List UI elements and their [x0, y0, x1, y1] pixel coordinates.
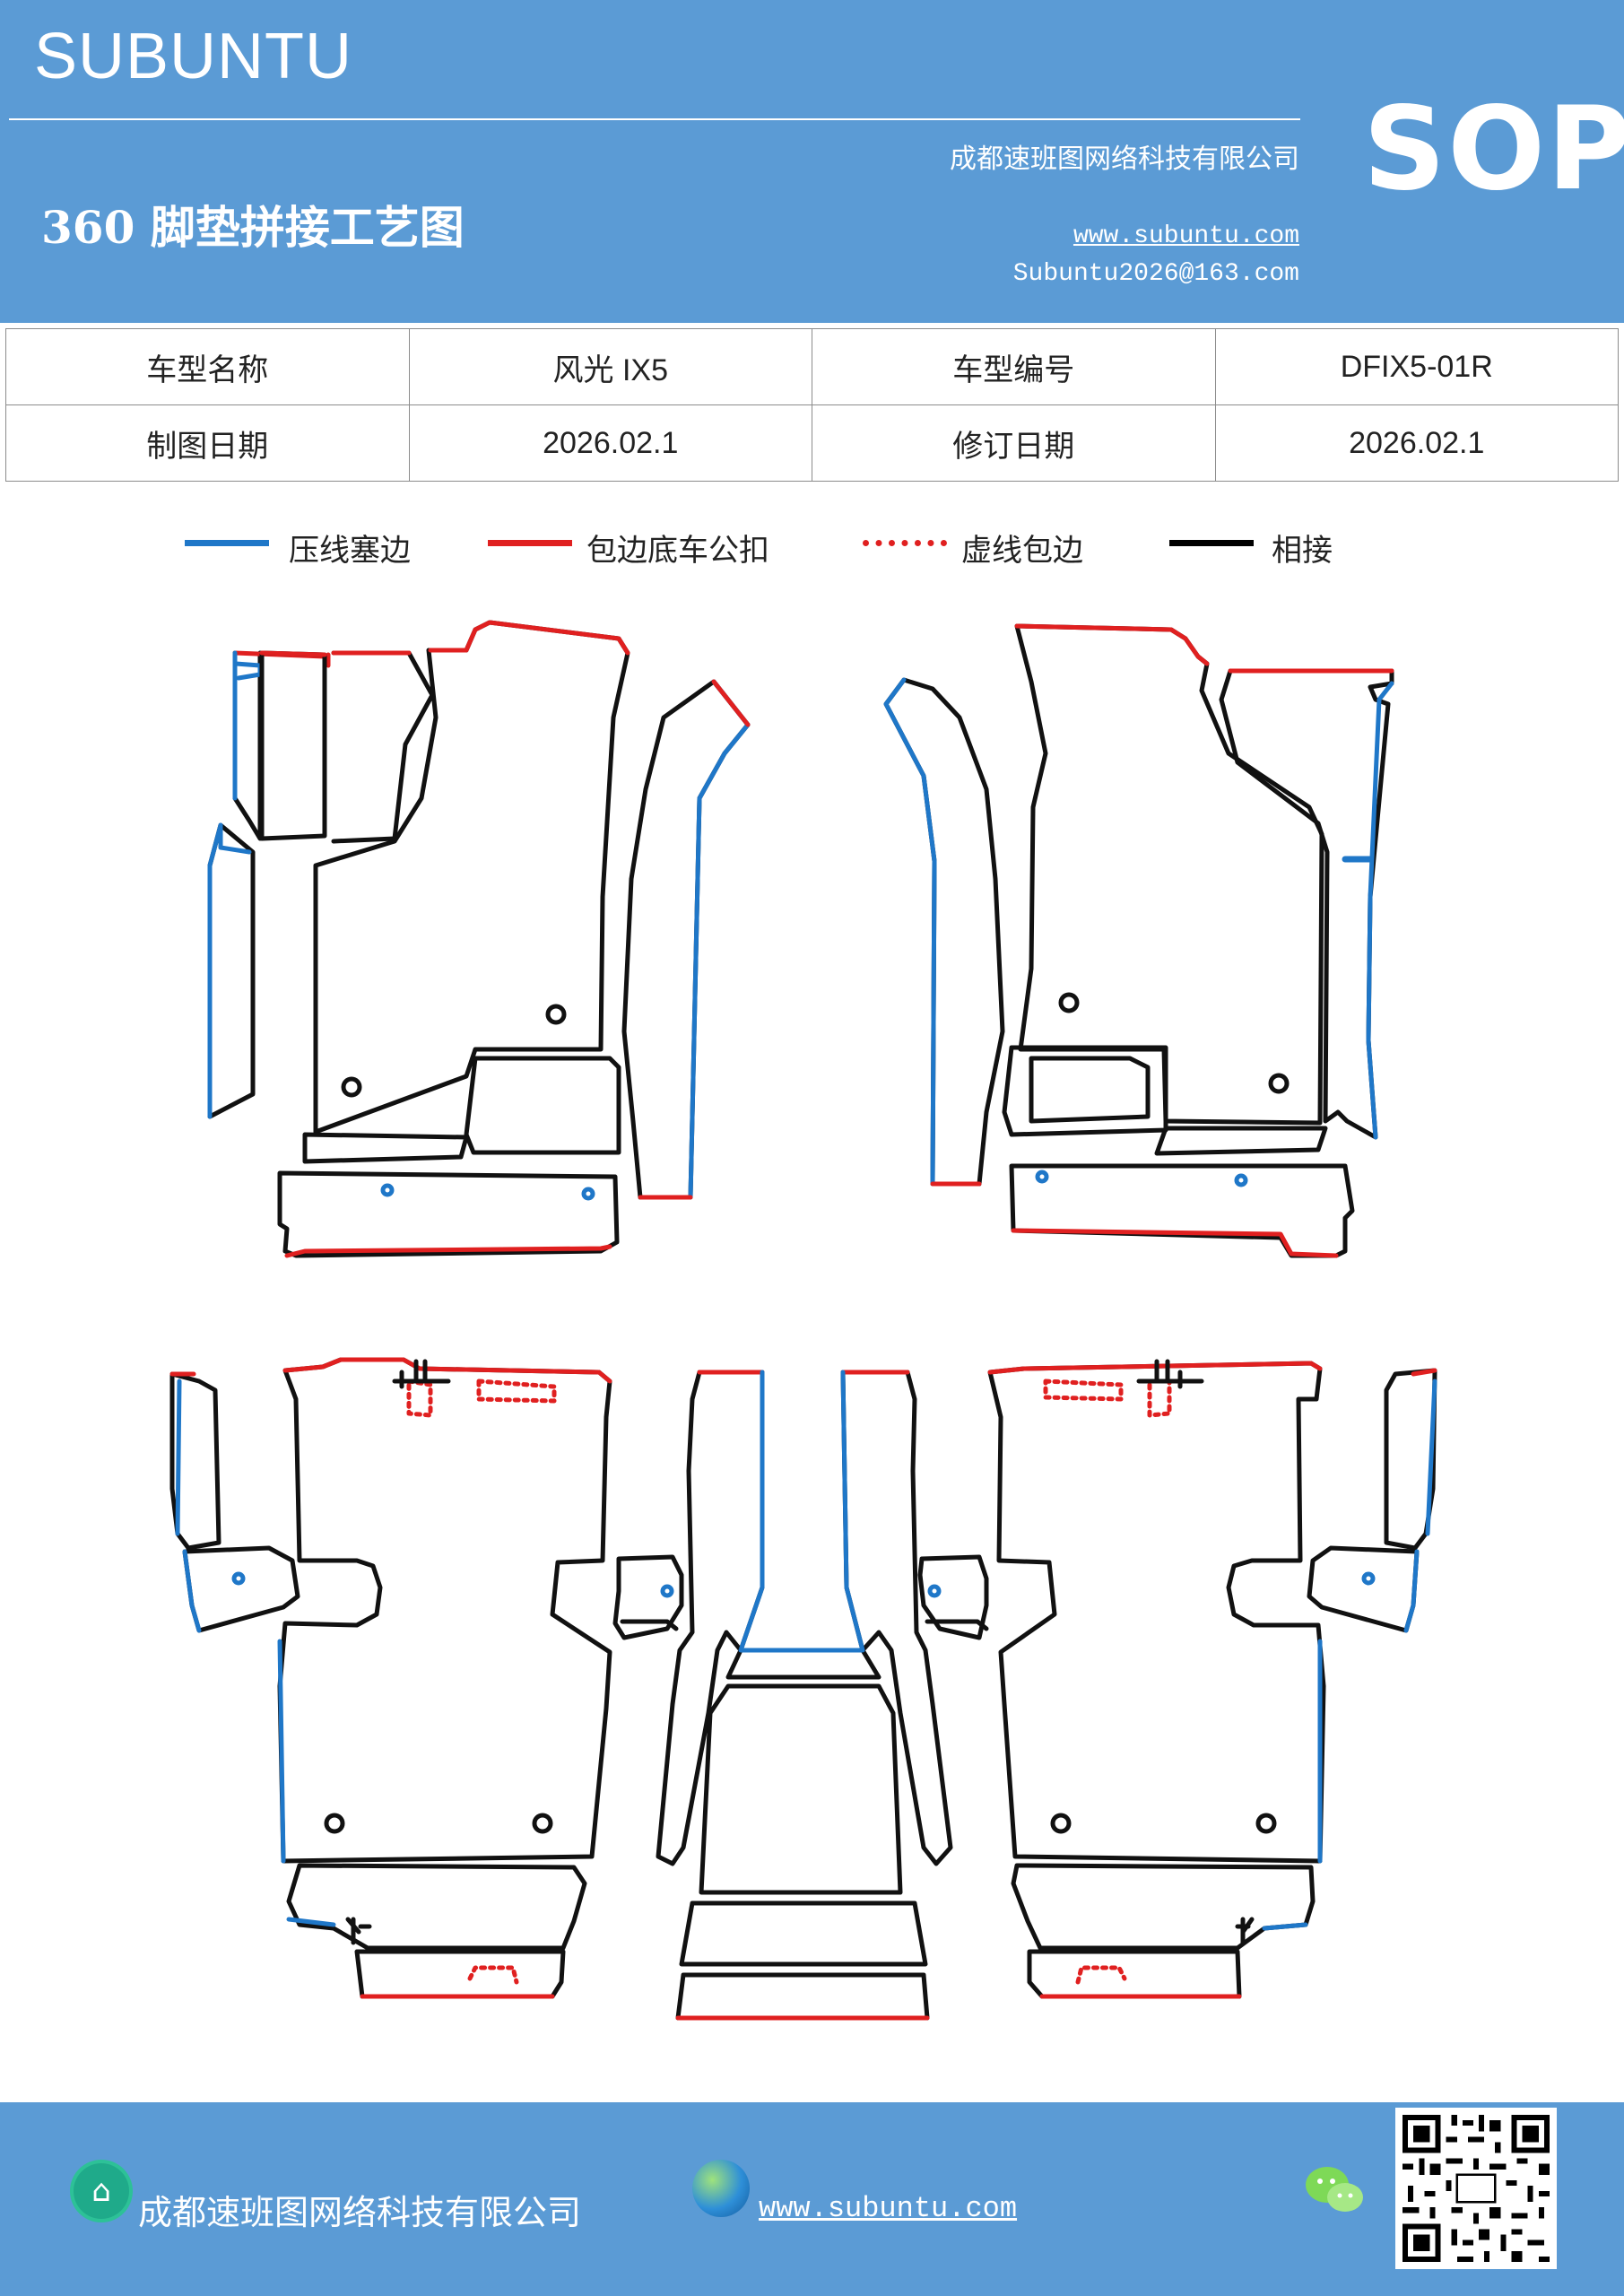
legend-swatch-black [1169, 540, 1254, 546]
mat-rear-left [169, 1357, 684, 1999]
sop-badge: SOP [1363, 83, 1624, 216]
globe-icon [692, 2160, 750, 2217]
legend-label: 相接 [1272, 533, 1333, 569]
legend-label: 包边底车公扣 [586, 533, 769, 569]
page-title: 360 脚垫拼接工艺图 [41, 201, 465, 254]
qr-code-icon[interactable] [1395, 2108, 1557, 2269]
footer-company: 成都速班图网络科技有限公司 [138, 2193, 582, 2232]
legend-swatch-red-dotted [863, 540, 947, 546]
table-row: 车型名称 风光 IX5 车型编号 DFIX5-01R [5, 328, 1619, 405]
info-table: 车型名称 风光 IX5 车型编号 DFIX5-01R 制图日期 2026.02.… [5, 328, 1619, 482]
wechat-icon[interactable] [1302, 2163, 1367, 2217]
mat-rear-right [917, 1359, 1437, 1999]
legend-label: 压线塞边 [289, 533, 411, 569]
revise-date-label: 修订日期 [812, 404, 1216, 482]
legend-label: 虚线包边 [961, 533, 1083, 569]
legend-swatch-blue [185, 540, 269, 546]
footer-website-link[interactable]: www.subuntu.com [759, 2192, 1018, 2225]
model-name-value: 风光 IX5 [408, 328, 812, 405]
table-row: 制图日期 2026.02.1 修订日期 2026.02.1 [5, 404, 1619, 482]
model-code-label: 车型编号 [812, 328, 1216, 405]
building-icon: ⌂ [74, 2163, 129, 2219]
header-website-link[interactable]: www.subuntu.com [1073, 222, 1299, 250]
mat-rear-center [656, 1370, 953, 2021]
header-email: Subuntu2026@163.com [1012, 260, 1299, 288]
mat-front-left [207, 620, 751, 1258]
legend-swatch-red [488, 540, 572, 546]
draw-date-label: 制图日期 [5, 404, 410, 482]
mat-front-right [883, 623, 1394, 1258]
header-banner [0, 0, 1624, 323]
header-divider [9, 118, 1300, 120]
revise-date-value: 2026.02.1 [1214, 404, 1619, 482]
model-name-label: 车型名称 [5, 328, 410, 405]
header-company: 成都速班图网络科技有限公司 [950, 144, 1299, 175]
brand-name: SUBUNTU [34, 21, 353, 92]
model-code-value: DFIX5-01R [1214, 328, 1619, 405]
draw-date-value: 2026.02.1 [408, 404, 812, 482]
